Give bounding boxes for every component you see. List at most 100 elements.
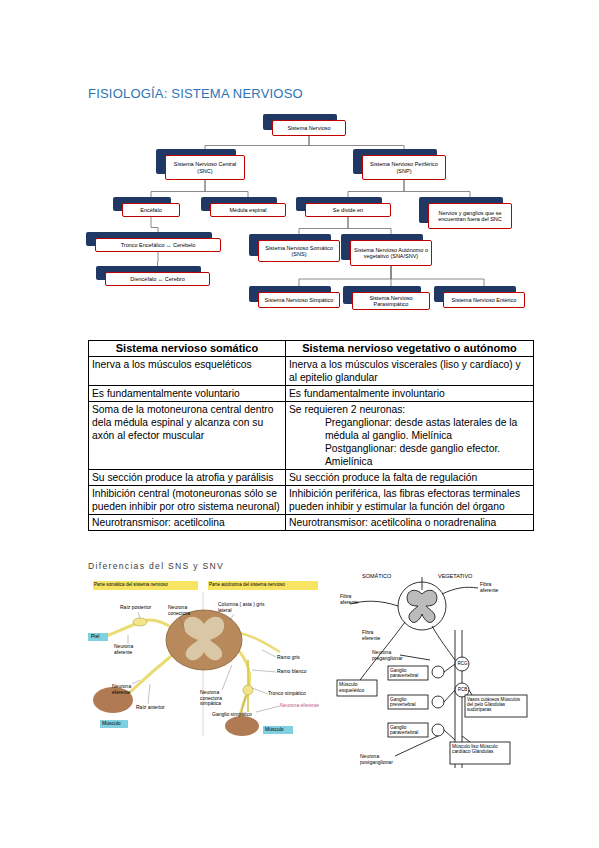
figure-label: Neurona conectora simpática (200, 690, 236, 707)
table-cell: Inhibición periférica, las fibras efecto… (286, 486, 534, 515)
hierarchy-box: Sistema Nervioso Simpático (258, 292, 340, 308)
box-text: Sistema Nervioso Somático (SNS) (262, 245, 336, 258)
table-cell: Neurotransmisor: acetilcolina o noradren… (286, 515, 534, 531)
table-row: Neurotransmisor: acetilcolina Neurotransm… (89, 515, 534, 531)
hierarchy-box: Sistema Nervioso Somático (SNS) (258, 240, 340, 262)
figure-label: Fibra aferente (480, 582, 510, 593)
connector-line (151, 180, 205, 203)
figure-label: Fibra eferente (362, 630, 392, 641)
connector-line (205, 136, 309, 155)
box-text: Sistema Nervioso Central (SNC) (169, 161, 241, 174)
figure-label: Ramo blanco (277, 669, 317, 675)
cell-text: Se requieren 2 neuronas: (289, 403, 530, 416)
figure-label: Neurona preganglionar (372, 650, 402, 661)
table-cell: Sistema nervioso somático (89, 341, 286, 357)
box-text: Sistema Nervioso Simpático (265, 297, 334, 303)
table-row: Sistema nervioso somático Sistema nervios… (89, 341, 534, 357)
table-cell: Neurotransmisor: acetilcolina (89, 515, 286, 531)
table-row: Su sección produce la atrofia y parálisi… (89, 470, 534, 486)
hierarchy-box: Se divide en (305, 203, 391, 217)
box-text: Nervios y ganglios que se encuentran fue… (432, 210, 508, 223)
box-text: Sistema Nervioso (287, 125, 330, 131)
figure-label: VEGETATIVO (438, 573, 488, 579)
column-header: Sistema nervioso somático (92, 342, 282, 355)
figure-label: Raíz anterior (136, 705, 176, 711)
hierarchy-box: Sistema Nervioso Autónomo o vegetativo (… (350, 240, 432, 266)
connector-line (157, 252, 159, 272)
cell-text: Es fundamentalmente voluntario (92, 387, 282, 400)
figure-label: Neurona eferente (112, 684, 148, 695)
hierarchy-box: Diencéfalo ↔ Cerebro (105, 272, 210, 286)
connector-line (348, 180, 404, 203)
connector-line (391, 266, 484, 292)
connector-line (205, 180, 248, 203)
box-text: Sistema Nervioso Autónomo o vegetativo (… (354, 247, 428, 260)
hierarchy-box: Sistema Nervioso Entérico (443, 292, 525, 308)
box-text: Médula espinal (230, 207, 267, 213)
connector-line (299, 266, 391, 292)
figure-label: Parte somática del sistema nervioso (94, 582, 198, 587)
table-row: Inerva a los músculos esqueléticos Inerva… (89, 357, 534, 386)
table-cell: Soma de la motoneurona central dentro de… (89, 402, 286, 470)
table-cell: Es fundamentalmente involuntario (286, 386, 534, 402)
hierarchy-box: Encéfalo (122, 203, 180, 217)
hierarchy-box: Tronco Encefálico ↔ Cerebelo (95, 238, 221, 252)
figure-label: Parte autónoma del sistema nervioso (209, 582, 317, 587)
hierarchy-box: Sistema Nervioso Periférico (SNP) (362, 155, 446, 180)
figure-label: RCB (456, 687, 469, 692)
figure-label: Ganglio paravertebral (390, 668, 427, 679)
figure-label: Raíz posterior (120, 605, 160, 611)
figure-label: Neurona conectora (168, 605, 204, 616)
figure-label: Ganglio simpático (212, 712, 254, 718)
hierarchy-box: Sistema Nervioso Central (SNC) (165, 155, 245, 180)
figure-label: Piel (91, 634, 107, 640)
page-title: FISIOLOGÍA: SISTEMA NERVIOSO (88, 86, 303, 101)
figure-label: Ganglio prevertebral (390, 697, 427, 708)
cell-text: Neurotransmisor: acetilcolina (92, 516, 282, 529)
table-cell: Es fundamentalmente voluntario (89, 386, 286, 402)
figure-label: Neurona aferente (114, 644, 150, 655)
figure-label: Fibra aferente (340, 594, 370, 605)
cell-text: Postganglionar: desde ganglio efector. A… (289, 442, 530, 468)
cell-text: Preganglionar: desde astas laterales de … (289, 416, 530, 442)
cell-text: Su sección produce la falta de regulació… (289, 471, 530, 484)
connector-line (404, 180, 470, 203)
figure-label: Neurona postganglionar (360, 754, 400, 765)
column-header: Sistema nervioso vegetativo o autónomo (289, 342, 530, 355)
figure-caption: Diferencias del SNS y SNV (88, 561, 224, 571)
cell-text: Su sección produce la atrofia y parálisi… (92, 471, 282, 484)
figure-label: Músculo liso Músculo cardíaco Glándulas (452, 744, 508, 755)
table-row: Inhibición central (motoneuronas sólo se… (89, 486, 534, 515)
figure-label: RCG (456, 661, 469, 666)
table-cell: Inhibición central (motoneuronas sólo se… (89, 486, 286, 515)
table-row: Es fundamentalmente voluntario Es fundame… (89, 386, 534, 402)
box-text: Tronco Encefálico ↔ Cerebelo (121, 242, 196, 248)
comparison-table: Sistema nervioso somático Sistema nervios… (88, 340, 534, 531)
schematic-figure (337, 577, 527, 768)
connector-line (309, 136, 404, 155)
figure-label: Músculo (102, 721, 128, 727)
box-text: Diencéfalo ↔ Cerebro (130, 276, 184, 282)
cell-text: Inerva a los músculos esqueléticos (92, 358, 282, 371)
hierarchy-box: Sistema Nervioso Parasimpático (352, 292, 430, 310)
cell-text: Neurotransmisor: acetilcolina o noradren… (289, 516, 530, 529)
box-text: Sistema Nervioso Parasimpático (356, 295, 426, 308)
figure-label: Vasos cutáneos Músculos del pelo Glándul… (467, 697, 525, 712)
hierarchy-box: Médula espinal (210, 203, 286, 217)
hierarchy-box: Sistema Nervioso (272, 120, 346, 136)
figure-label: Columna ( asta ) gris lateral (218, 602, 278, 613)
connector-line (348, 217, 391, 240)
box-text: Encéfalo (140, 207, 161, 213)
cell-text: Inerva a los músculos viscerales (liso y… (289, 358, 530, 384)
figure-label: Ganglio paravertebral (390, 725, 427, 736)
cell-text: Es fundamentalmente involuntario (289, 387, 530, 400)
box-text: Sistema Nervioso Entérico (452, 297, 517, 303)
table-cell: Inerva a los músculos viscerales (liso y… (286, 357, 534, 386)
connector-line (151, 217, 158, 238)
figure-label: Ramo gris (277, 655, 317, 661)
figure-label: SOMÁTICO (362, 573, 402, 579)
hierarchy-box: Nervios y ganglios que se encuentran fue… (428, 203, 512, 229)
table-cell: Se requieren 2 neuronas:Preganglionar: d… (286, 402, 534, 470)
cell-text: Inhibición central (motoneuronas sólo se… (92, 487, 282, 513)
